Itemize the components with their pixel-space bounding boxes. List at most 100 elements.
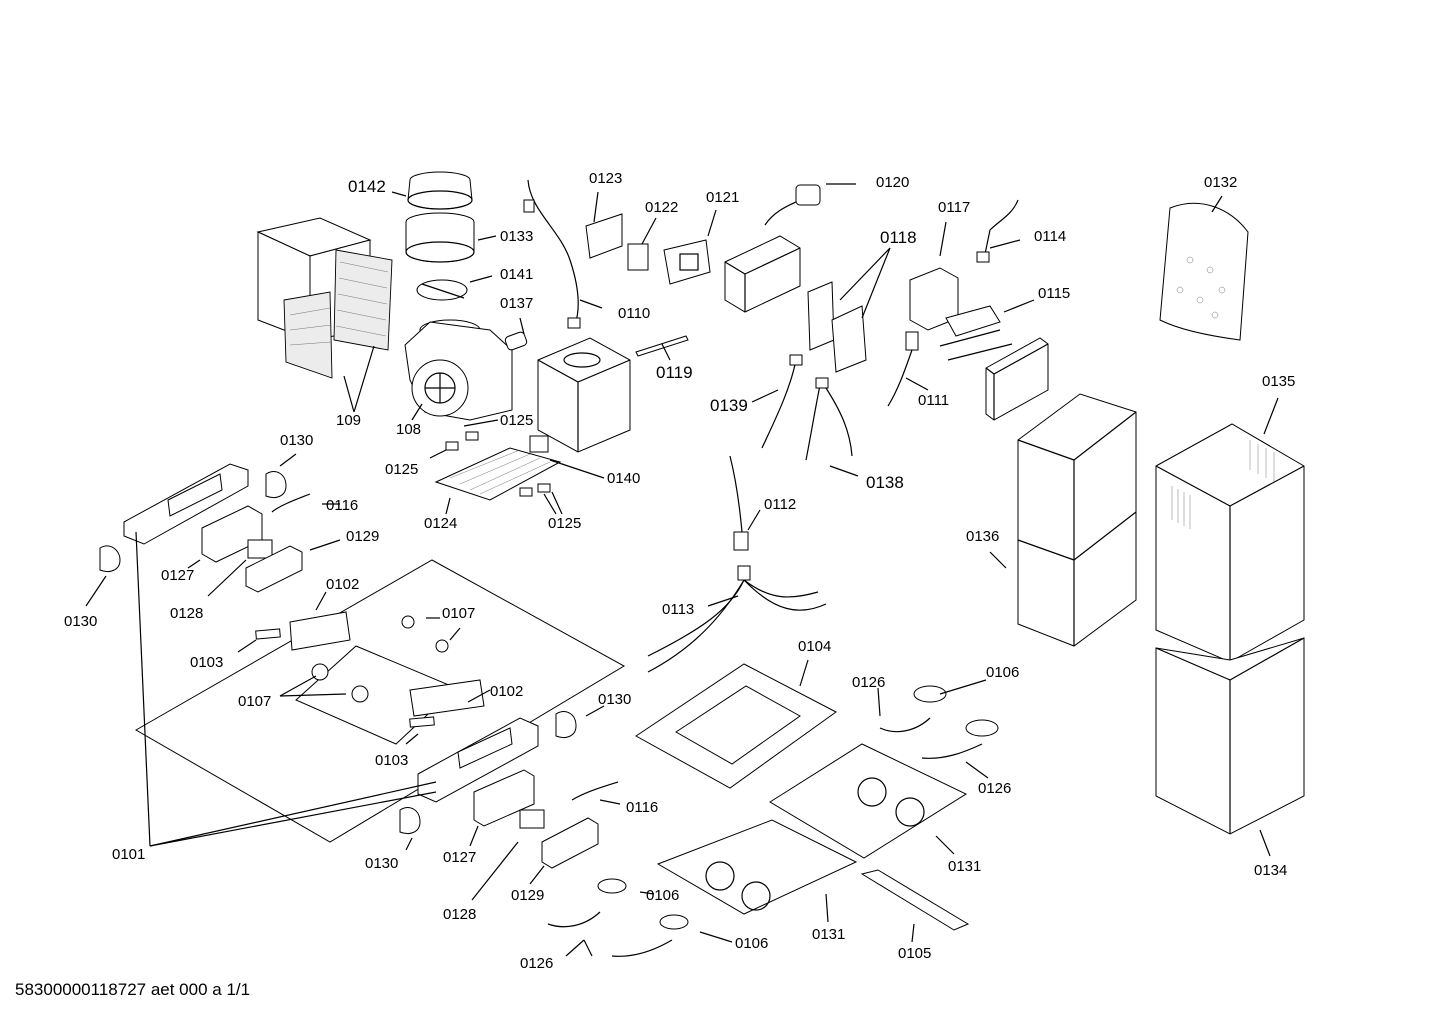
- part-0140: [529, 435, 549, 453]
- document-id-footer: 58300000118727 aet 000 a 1/1: [15, 980, 251, 999]
- side-trim-upper: [123, 463, 249, 545]
- label-0125-bottom: 0125: [548, 515, 581, 532]
- label-0123: 0123: [589, 170, 622, 187]
- label-0126-top: 0126: [852, 674, 885, 691]
- leader-lines: [85, 183, 1279, 957]
- end-cap-0130: [99, 471, 577, 835]
- label-0113: 0113: [662, 601, 694, 618]
- lamp-cable-0126: [547, 717, 983, 957]
- label-0139: 0139: [710, 396, 748, 415]
- label-0132: 0132: [1204, 174, 1237, 191]
- cable-0110: [523, 179, 581, 329]
- label-0119: 0119: [656, 363, 693, 382]
- label-0114: 0114: [1034, 228, 1066, 245]
- board-0121: [663, 239, 711, 285]
- label-0130-top: 0130: [280, 432, 313, 449]
- transformer-0115: [939, 305, 1013, 361]
- label-0142: 0142: [348, 177, 386, 196]
- label-0101: 0101: [112, 846, 145, 863]
- label-0121: 0121: [706, 189, 739, 206]
- label-0106-mid: 0106: [646, 887, 679, 904]
- label-0135: 0135: [1262, 373, 1295, 390]
- label-0116-lower: 0116: [626, 799, 658, 816]
- label-0105: 0105: [898, 945, 931, 962]
- bar-0119: [635, 335, 689, 357]
- label-0140: 0140: [607, 470, 640, 487]
- plate-0129: [245, 545, 599, 869]
- capacitor-0137: [504, 331, 528, 351]
- label-0129-upper: 0129: [346, 528, 379, 545]
- power-plug-0120: [764, 184, 821, 226]
- label-0131-left: 0131: [812, 926, 845, 943]
- label-0106-bottom: 0106: [735, 935, 768, 952]
- label-0136: 0136: [966, 528, 999, 545]
- label-0102-upper: 0102: [326, 576, 359, 593]
- module-0123: [585, 213, 623, 259]
- connector-0116: [271, 493, 619, 801]
- wire-0111: [887, 331, 919, 407]
- label-0129-lower: 0129: [511, 887, 544, 904]
- wire-0114: [976, 199, 1019, 263]
- label-0141: 0141: [500, 266, 533, 283]
- label-0127-lower: 0127: [443, 849, 476, 866]
- grease-tray-0124: [434, 447, 562, 501]
- cover-panel: [985, 337, 1049, 421]
- label-0130-left: 0130: [64, 613, 97, 630]
- label-0127-upper: 0127: [161, 567, 194, 584]
- label-0125-left: 0125: [385, 461, 418, 478]
- label-0116-upper: 0116: [326, 497, 358, 514]
- cable-0139: [761, 354, 803, 449]
- label-0111: 0111: [918, 392, 949, 409]
- label-0120: 0120: [876, 174, 909, 191]
- chimney-frame-0136: [1017, 393, 1137, 647]
- label-0128-upper: 0128: [170, 605, 203, 622]
- lamp-0106: [597, 685, 999, 930]
- label-0126-bottom: 0126: [520, 955, 553, 972]
- upper-chimney-0135: [1155, 423, 1305, 663]
- label-0106-top: 0106: [986, 664, 1019, 681]
- label-0134: 0134: [1254, 862, 1287, 879]
- label-0130-bottom: 0130: [365, 855, 398, 872]
- label-0117: 0117: [938, 199, 970, 216]
- harness-0113: [647, 565, 827, 673]
- mounting-bracket: [724, 235, 801, 313]
- hood-body-panel: [134, 559, 626, 843]
- grille-0131: [656, 743, 968, 915]
- part-labels: 0142 0133 0141 0137 0123 0122 0121 0110 …: [64, 170, 1295, 972]
- bracket-0105: [860, 869, 970, 931]
- label-0138: 0138: [866, 473, 904, 492]
- lower-chimney-0134: [1155, 637, 1305, 835]
- label-0137: 0137: [500, 295, 533, 312]
- label-0107-left: 0107: [238, 693, 271, 710]
- label-109: 109: [336, 412, 361, 429]
- frame-plate-0104: [635, 663, 837, 789]
- fittings-bag-0132: [1159, 202, 1249, 341]
- seal-ring-0141: [416, 279, 468, 301]
- label-0104: 0104: [798, 638, 831, 655]
- collar-ring-0142: [407, 171, 473, 210]
- label-0125-top: 0125: [500, 412, 533, 429]
- clip-0125: [445, 431, 551, 497]
- label-0133: 0133: [500, 228, 533, 245]
- connector-0122: [627, 243, 649, 271]
- switch-board-0118: [807, 281, 867, 373]
- label-0118: 0118: [880, 228, 917, 247]
- label-0107-right: 0107: [442, 605, 475, 622]
- label-0130-mid: 0130: [598, 691, 631, 708]
- switch-0128: [247, 539, 545, 829]
- motor-housing: [537, 337, 631, 453]
- blower-108: [404, 319, 513, 421]
- label-0110: 0110: [618, 305, 650, 322]
- label-0124: 0124: [424, 515, 457, 532]
- label-0122: 0122: [645, 199, 678, 216]
- collar-ring-0133: [405, 212, 475, 263]
- label-0112: 0112: [764, 496, 796, 513]
- label-0115: 0115: [1038, 285, 1070, 302]
- filter-box-109: [256, 217, 393, 379]
- label-0103-upper: 0103: [190, 654, 223, 671]
- side-trim-lower: [417, 717, 539, 803]
- label-0103-lower: 0103: [375, 752, 408, 769]
- label-108: 108: [396, 421, 421, 438]
- label-0102-lower: 0102: [490, 683, 523, 700]
